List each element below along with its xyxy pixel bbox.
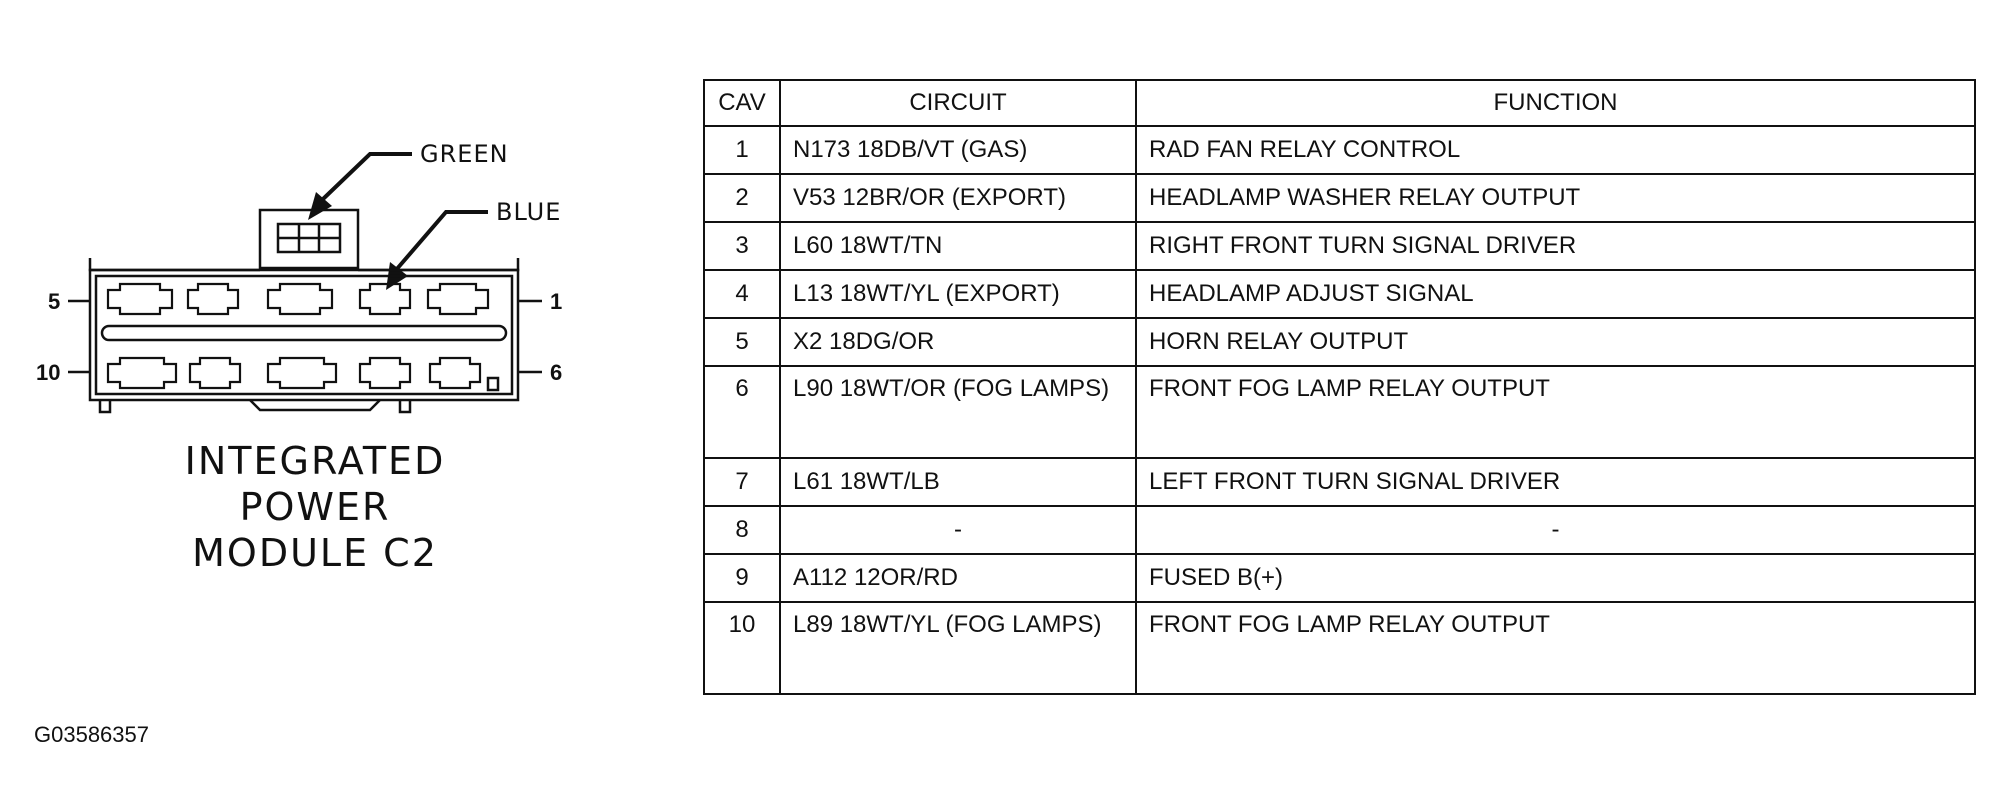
table-row: 10 L89 18WT/YL (FOG LAMPS) FRONT FOG LAM…	[703, 601, 1976, 695]
circuit-cell: L60 18WT/TN	[779, 221, 1137, 271]
circuit-cell: L90 18WT/OR (FOG LAMPS)	[779, 365, 1137, 459]
cav-cell: 7	[703, 457, 781, 507]
table-row: 5 X2 18DG/OR HORN RELAY OUTPUT	[703, 317, 1976, 367]
table-row: 2 V53 12BR/OR (EXPORT) HEADLAMP WASHER R…	[703, 173, 1976, 223]
circuit-cell: V53 12BR/OR (EXPORT)	[779, 173, 1137, 223]
function-cell: HORN RELAY OUTPUT	[1135, 317, 1976, 367]
table-header-row: CAV CIRCUIT FUNCTION	[703, 79, 1976, 127]
cav-cell: 3	[703, 221, 781, 271]
green-leader-line	[320, 152, 412, 202]
cav-cell: 4	[703, 269, 781, 319]
green-wire-label: GREEN	[420, 140, 509, 168]
cav-cell: 10	[703, 601, 781, 695]
pin-label-5: 5	[48, 289, 60, 314]
table-row: 8 - -	[703, 505, 1976, 555]
figure-id: G03586357	[34, 722, 149, 747]
circuit-cell: L13 18WT/YL (EXPORT)	[779, 269, 1137, 319]
circuit-cell: X2 18DG/OR	[779, 317, 1137, 367]
green-arrowhead-icon	[308, 192, 332, 220]
function-cell: FRONT FOG LAMP RELAY OUTPUT	[1135, 365, 1976, 459]
cav-cell: 9	[703, 553, 781, 603]
table-row: 1 N173 18DB/VT (GAS) RAD FAN RELAY CONTR…	[703, 125, 1976, 175]
connector-caption: INTEGRATED POWER MODULE C2	[150, 438, 480, 576]
cav-cell: 2	[703, 173, 781, 223]
function-cell: HEADLAMP ADJUST SIGNAL	[1135, 269, 1976, 319]
header-cav: CAV	[703, 79, 781, 127]
blue-leader-line	[394, 210, 488, 272]
function-cell: FUSED B(+)	[1135, 553, 1976, 603]
blue-wire-label: BLUE	[496, 198, 561, 226]
header-circuit: CIRCUIT	[779, 79, 1137, 127]
cav-cell: 1	[703, 125, 781, 175]
function-cell: FRONT FOG LAMP RELAY OUTPUT	[1135, 601, 1976, 695]
cav-cell: 6	[703, 365, 781, 459]
connector-latch	[258, 208, 360, 270]
connector-cavities	[106, 282, 490, 390]
function-cell: HEADLAMP WASHER RELAY OUTPUT	[1135, 173, 1976, 223]
circuit-cell: A112 12OR/RD	[779, 553, 1137, 603]
table-row: 7 L61 18WT/LB LEFT FRONT TURN SIGNAL DRI…	[703, 457, 1976, 507]
table-row: 6 L90 18WT/OR (FOG LAMPS) FRONT FOG LAMP…	[703, 365, 1976, 459]
pin-leaders	[68, 299, 542, 374]
pin-label-6: 6	[550, 360, 562, 385]
caption-line-2: POWER	[239, 485, 391, 529]
caption-line-1: INTEGRATED	[184, 439, 446, 483]
cav-cell: 5	[703, 317, 781, 367]
function-cell: RIGHT FRONT TURN SIGNAL DRIVER	[1135, 221, 1976, 271]
function-cell: -	[1135, 505, 1976, 555]
table-row: 3 L60 18WT/TN RIGHT FRONT TURN SIGNAL DR…	[703, 221, 1976, 271]
pin-label-1: 1	[550, 289, 562, 314]
table-row: 4 L13 18WT/YL (EXPORT) HEADLAMP ADJUST S…	[703, 269, 1976, 319]
caption-line-3: MODULE C2	[192, 531, 438, 575]
circuit-cell: L61 18WT/LB	[779, 457, 1137, 507]
connector-body	[88, 258, 520, 414]
circuit-cell: -	[779, 505, 1137, 555]
pin-label-10: 10	[36, 360, 60, 385]
function-cell: LEFT FRONT TURN SIGNAL DRIVER	[1135, 457, 1976, 507]
circuit-cell: N173 18DB/VT (GAS)	[779, 125, 1137, 175]
connector-diagram: GREEN BLUE 5	[36, 140, 562, 414]
function-cell: RAD FAN RELAY CONTROL	[1135, 125, 1976, 175]
cav-cell: 8	[703, 505, 781, 555]
header-function: FUNCTION	[1135, 79, 1976, 127]
pinout-table: CAV CIRCUIT FUNCTION 1 N173 18DB/VT (GAS…	[703, 79, 1976, 695]
circuit-cell: L89 18WT/YL (FOG LAMPS)	[779, 601, 1137, 695]
table-row: 9 A112 12OR/RD FUSED B(+)	[703, 553, 1976, 603]
